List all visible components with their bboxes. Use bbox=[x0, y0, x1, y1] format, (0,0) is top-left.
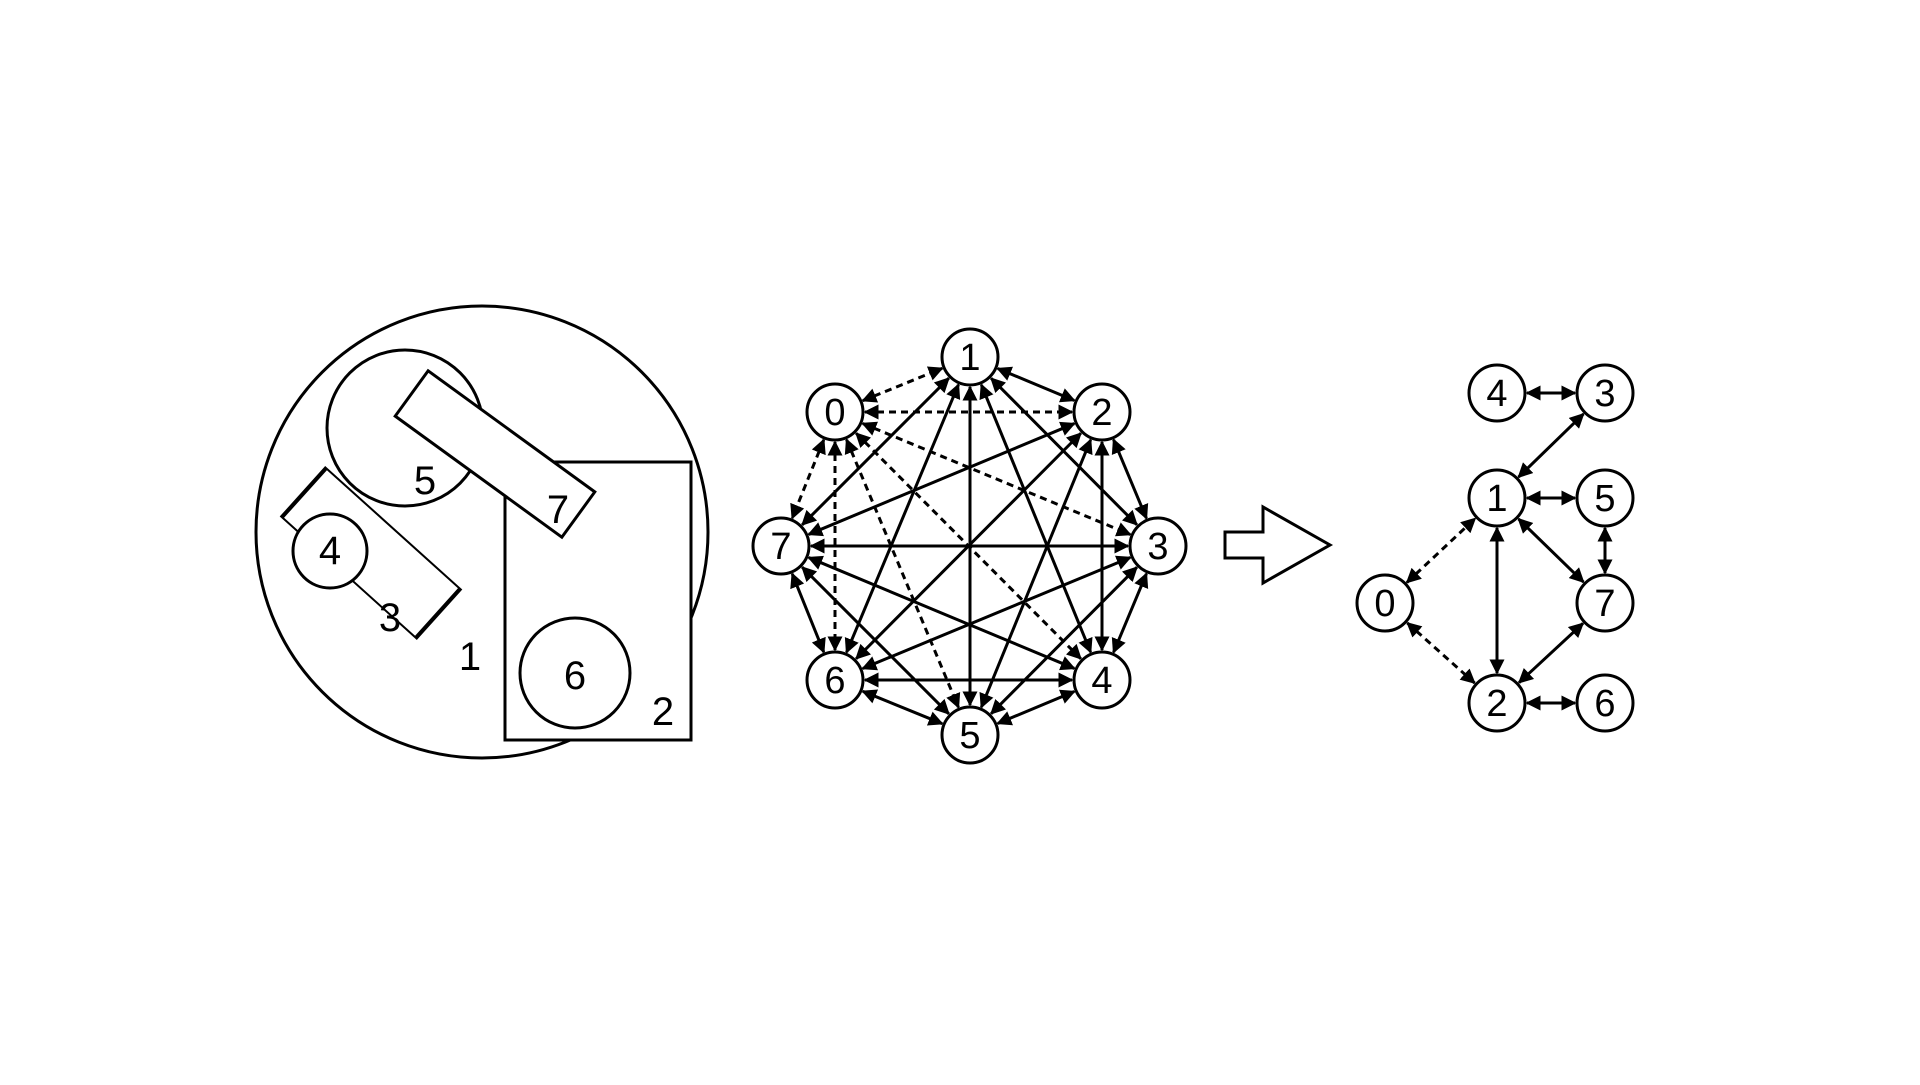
reduced-graph-node-6 bbox=[1575, 673, 1635, 733]
complete-graph-node-label-1: 1 bbox=[959, 337, 980, 379]
reduced-graph-node-label-2: 2 bbox=[1486, 683, 1507, 725]
reduced-graph-node-5 bbox=[1575, 468, 1635, 528]
complete-graph-node-5 bbox=[940, 705, 1000, 765]
region-label-1: 1 bbox=[459, 635, 481, 679]
reduced-graph-edge-3-1 bbox=[1517, 412, 1585, 479]
reduced-graph-node-label-0: 0 bbox=[1374, 583, 1395, 625]
complete-graph-node-label-6: 6 bbox=[824, 660, 845, 702]
region-4-circle bbox=[291, 512, 369, 590]
reduced-graph-node-4 bbox=[1467, 363, 1527, 423]
complete-graph-node-2 bbox=[1072, 382, 1132, 442]
complete-graph-node-3 bbox=[1128, 516, 1188, 576]
reduced-graph-edges bbox=[1405, 385, 1613, 711]
complete-graph-nodes: 0 1 2 3 4 5 6 7 bbox=[751, 327, 1188, 765]
region-label-2: 2 bbox=[652, 690, 674, 734]
reduced-graph-edge-1-7 bbox=[1517, 517, 1585, 584]
reduced-graph: 0 1 2 3 4 5 6 7 bbox=[1355, 363, 1635, 733]
complete-graph-edge-5-7 bbox=[801, 566, 950, 715]
region-label-3: 3 bbox=[379, 596, 401, 640]
reduced-graph-node-label-6: 6 bbox=[1594, 683, 1615, 725]
region-6-circle bbox=[518, 616, 632, 730]
complete-graph-node-0 bbox=[805, 382, 865, 442]
transform-arrow-icon bbox=[1223, 504, 1334, 586]
reduced-graph-node-label-5: 5 bbox=[1594, 478, 1615, 520]
complete-graph-edge-2-7 bbox=[807, 421, 1076, 537]
complete-graph-node-7 bbox=[751, 516, 811, 576]
reduced-graph-node-3 bbox=[1575, 363, 1635, 423]
reduced-graph-node-label-1: 1 bbox=[1486, 478, 1507, 520]
region-label-7: 7 bbox=[547, 488, 569, 532]
complete-graph-node-label-4: 4 bbox=[1091, 660, 1112, 702]
region-layout: 1 5 4 3 7 2 6 bbox=[254, 304, 710, 760]
region-label-4: 4 bbox=[319, 529, 341, 573]
complete-graph-node-label-5: 5 bbox=[959, 715, 980, 757]
reduced-graph-edge-7-2 bbox=[1517, 622, 1585, 684]
reduced-graph-node-0 bbox=[1355, 573, 1415, 633]
complete-graph-node-6 bbox=[805, 650, 865, 710]
region-7-rect bbox=[393, 368, 597, 540]
region-label-5: 5 bbox=[414, 459, 436, 503]
reduced-graph-node-label-4: 4 bbox=[1486, 373, 1507, 415]
complete-graph-node-1 bbox=[940, 327, 1000, 387]
reduced-graph-node-1 bbox=[1467, 468, 1527, 528]
region-label-6: 6 bbox=[564, 654, 586, 698]
reduced-graph-node-2 bbox=[1467, 673, 1527, 733]
complete-graph: 0 1 2 3 4 5 6 7 bbox=[751, 327, 1188, 765]
reduced-graph-node-7 bbox=[1575, 573, 1635, 633]
complete-graph-node-4 bbox=[1072, 650, 1132, 710]
reduced-graph-edge-0-2 bbox=[1406, 621, 1476, 685]
complete-graph-edges bbox=[790, 366, 1149, 726]
reduced-graph-node-label-7: 7 bbox=[1594, 583, 1615, 625]
complete-graph-node-label-0: 0 bbox=[824, 392, 845, 434]
reduced-graph-edge-0-1 bbox=[1405, 517, 1477, 584]
reduced-graph-node-label-3: 3 bbox=[1594, 373, 1615, 415]
complete-graph-edge-4-5 bbox=[996, 689, 1076, 726]
complete-graph-edge-2-3 bbox=[1111, 438, 1149, 520]
complete-graph-node-label-7: 7 bbox=[770, 526, 791, 568]
reduced-graph-nodes: 0 1 2 3 4 5 6 7 bbox=[1355, 363, 1635, 733]
complete-graph-node-label-3: 3 bbox=[1147, 526, 1168, 568]
complete-graph-edge-6-7 bbox=[790, 572, 826, 654]
complete-graph-node-label-2: 2 bbox=[1091, 392, 1112, 434]
